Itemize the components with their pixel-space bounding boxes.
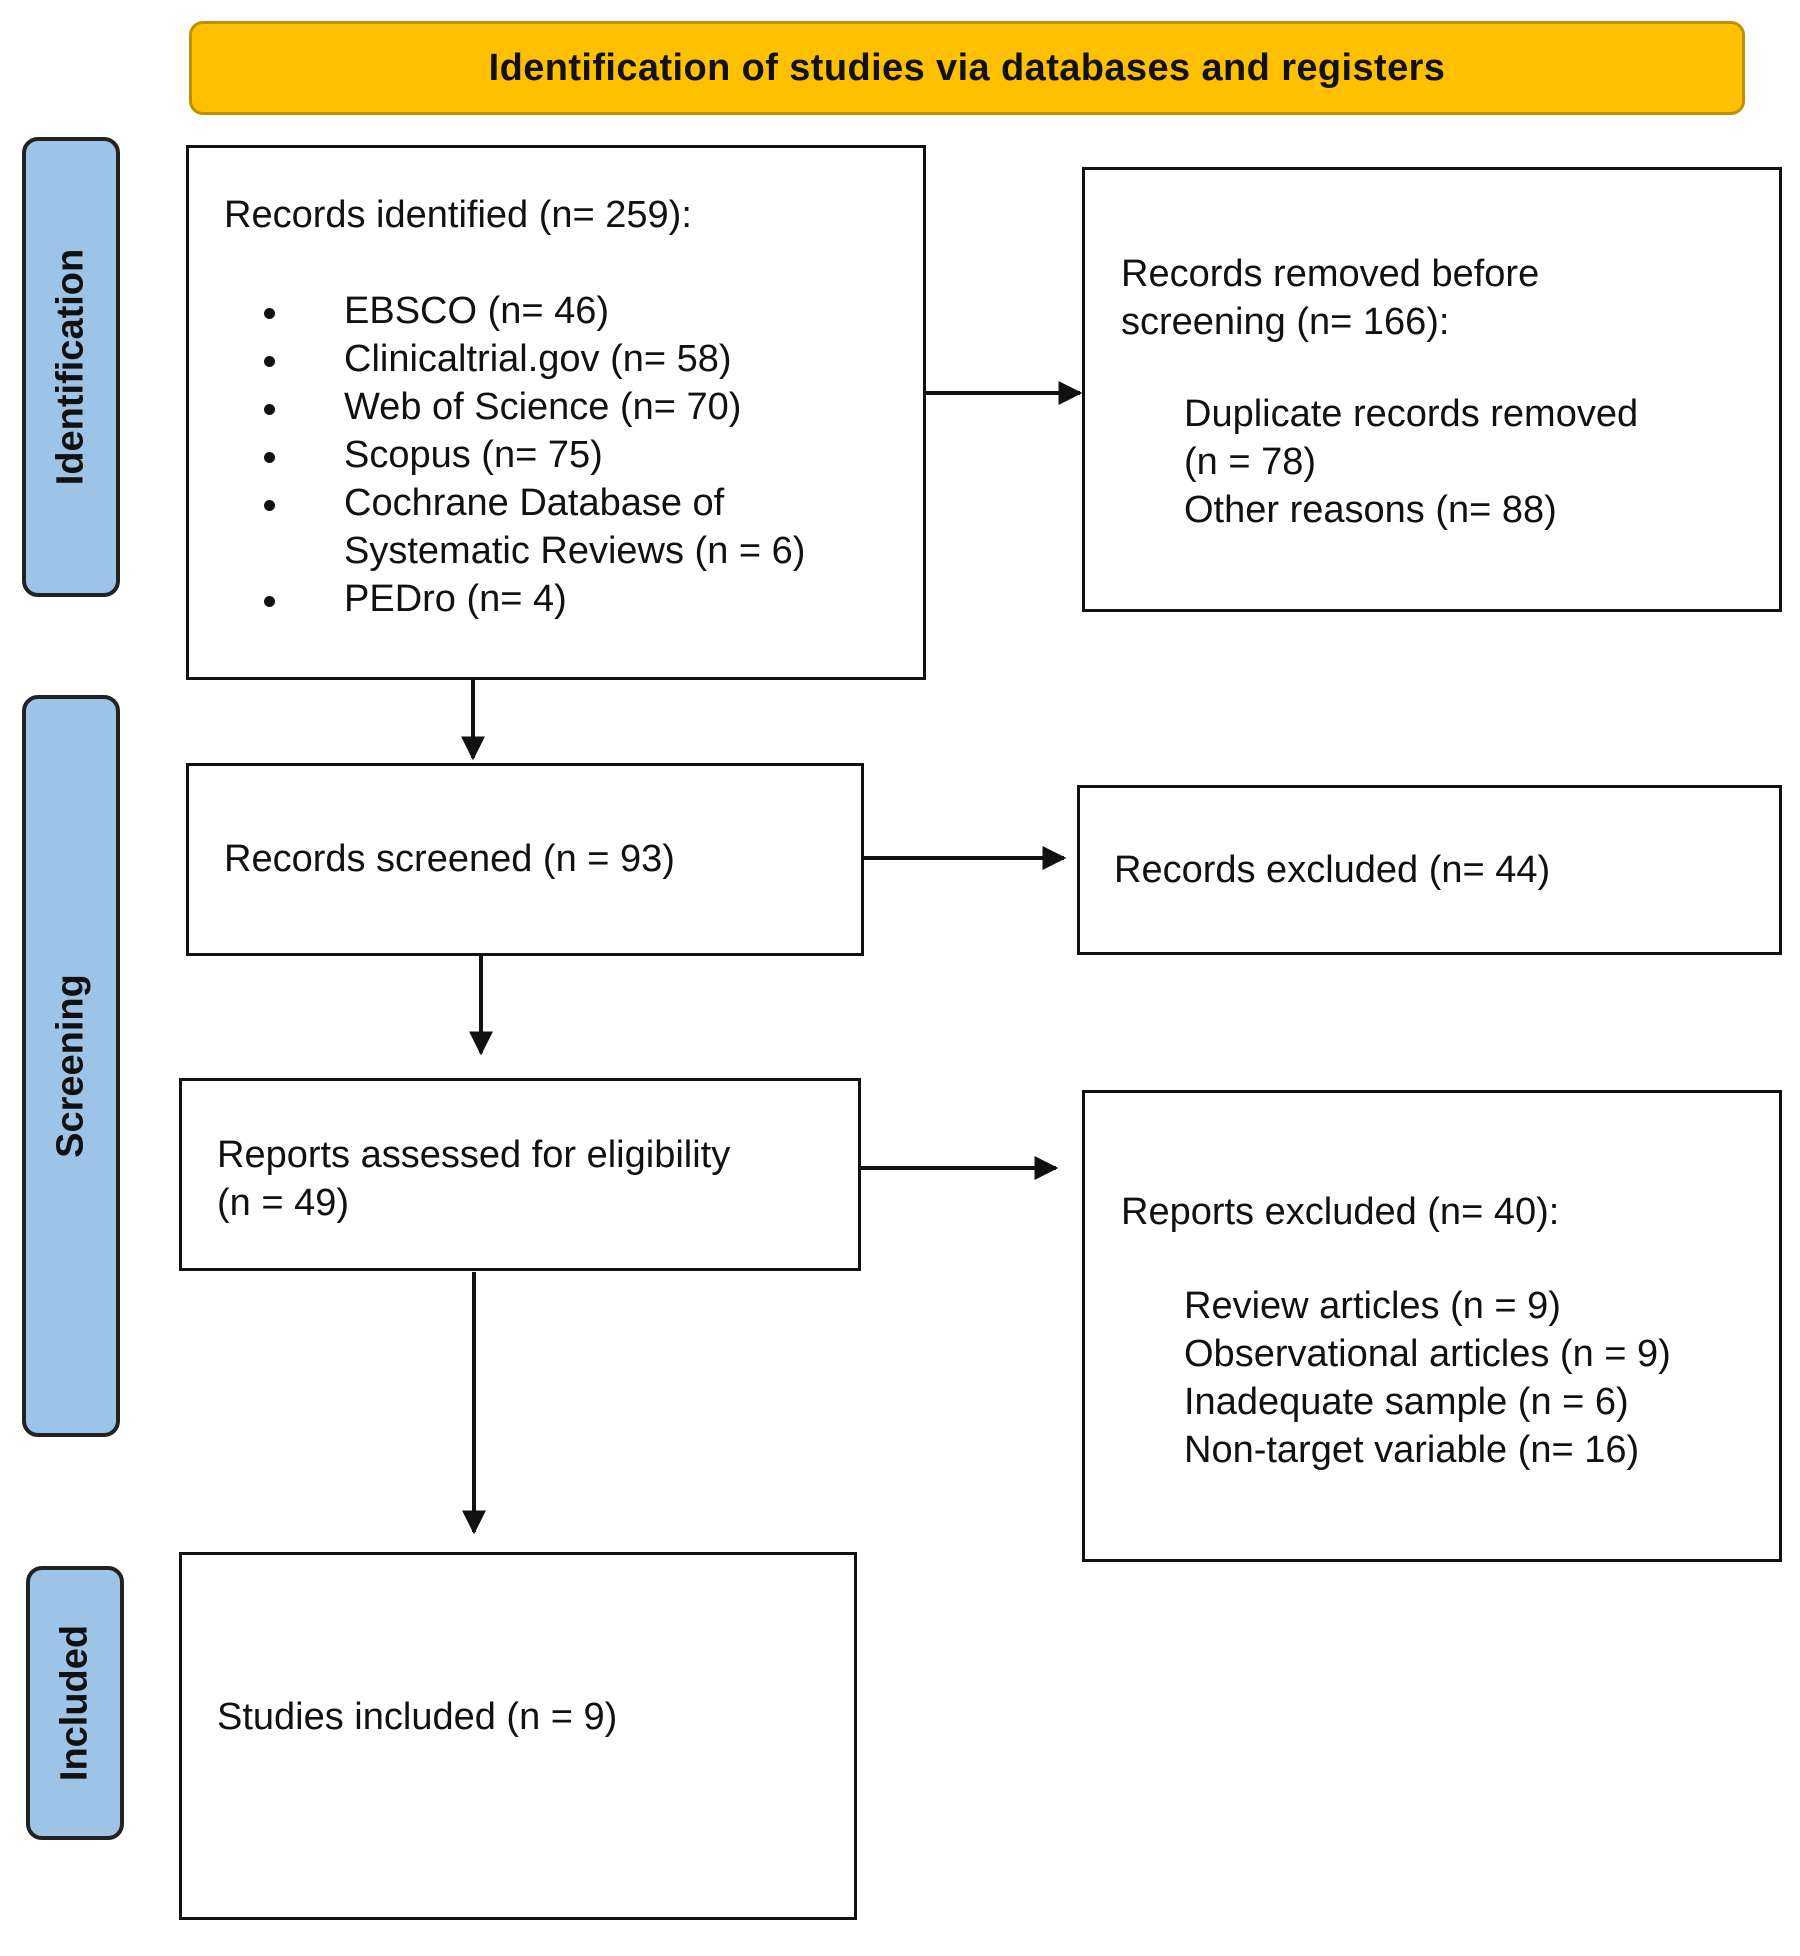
source-list: EBSCO (n= 46) Clinicaltrial.gov (n= 58) … — [224, 287, 923, 623]
phase-identification-label: Identification — [49, 248, 92, 486]
studies-included-text: Studies included (n = 9) — [217, 1696, 618, 1738]
source-item: Clinicaltrial.gov (n= 58) — [224, 335, 923, 383]
source-item: Web of Science (n= 70) — [224, 383, 923, 431]
reports-assessed-box: Reports assessed for eligibility (n = 49… — [179, 1078, 861, 1271]
phase-screening-label: Screening — [49, 974, 92, 1158]
records-screened-box: Records screened (n = 93) — [186, 763, 864, 956]
phase-screening: Screening — [22, 695, 120, 1437]
header-banner: Identification of studies via databases … — [189, 21, 1745, 115]
duplicate-records-line-1: Duplicate records removed — [1184, 393, 1639, 435]
removal-reasons: Duplicate records removed (n = 78) Other… — [1121, 390, 1779, 534]
source-item: EBSCO (n= 46) — [224, 287, 923, 335]
source-item: PEDro (n= 4) — [224, 575, 923, 623]
records-removed-heading-2: screening (n= 166): — [1121, 301, 1450, 343]
other-reasons: Other reasons (n= 88) — [1184, 489, 1557, 531]
exclusion-reason: Review articles (n = 9) — [1184, 1285, 1561, 1327]
records-identified-heading: Records identified (n= 259): — [224, 194, 692, 236]
records-identified-box: Records identified (n= 259): EBSCO (n= 4… — [186, 145, 926, 680]
source-item: Cochrane Database of Systematic Reviews … — [224, 479, 923, 575]
reports-excluded-box: Reports excluded (n= 40): Review article… — [1082, 1090, 1782, 1562]
exclusion-reason: Non-target variable (n= 16) — [1184, 1429, 1640, 1471]
studies-included-box: Studies included (n = 9) — [179, 1552, 857, 1920]
records-screened-text: Records screened (n = 93) — [224, 838, 675, 880]
phase-identification: Identification — [22, 137, 120, 597]
reports-assessed-line-1: Reports assessed for eligibility — [217, 1134, 731, 1176]
duplicate-records-line-2: (n = 78) — [1184, 441, 1317, 483]
source-item: Scopus (n= 75) — [224, 431, 923, 479]
header-title: Identification of studies via databases … — [488, 46, 1446, 89]
exclusion-reasons: Review articles (n = 9) Observational ar… — [1121, 1282, 1779, 1474]
records-excluded-text: Records excluded (n= 44) — [1114, 849, 1551, 891]
reports-excluded-heading: Reports excluded (n= 40): — [1121, 1191, 1560, 1233]
phase-included-label: Included — [53, 1624, 96, 1782]
exclusion-reason: Inadequate sample (n = 6) — [1184, 1381, 1629, 1423]
phase-included: Included — [26, 1566, 124, 1840]
exclusion-reason: Observational articles (n = 9) — [1184, 1333, 1671, 1375]
reports-assessed-line-2: (n = 49) — [217, 1182, 350, 1224]
records-excluded-box: Records excluded (n= 44) — [1077, 785, 1782, 955]
records-removed-heading-1: Records removed before — [1121, 253, 1540, 295]
records-removed-box: Records removed before screening (n= 166… — [1082, 167, 1782, 612]
